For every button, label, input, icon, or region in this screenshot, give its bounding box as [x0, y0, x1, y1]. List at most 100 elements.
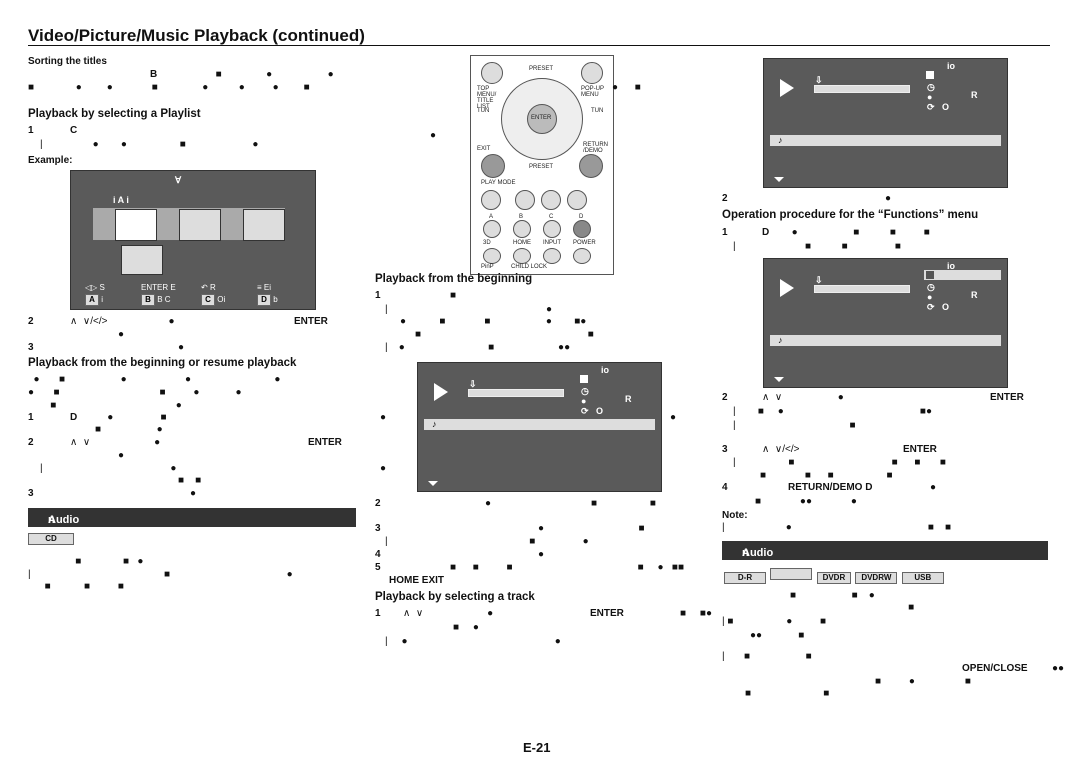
c2-step-1-line-4: ■ ■ [415, 329, 594, 340]
remote-c-button [543, 220, 561, 238]
remote-3d-label: 3D [483, 240, 491, 246]
legend-item-4: ≡ Ei [257, 283, 272, 292]
legend-item-5: A i [85, 294, 103, 306]
remote-b-label: B [519, 214, 524, 220]
mp3-line-7: ■ ● ■ [875, 676, 971, 687]
return-button [579, 154, 603, 178]
step-1-line: | ● ● ■ ● [40, 139, 259, 150]
resume-line-1: ● ■ ● ● ● [28, 374, 281, 385]
f-step-1-number: 1 [722, 227, 728, 238]
mp3-line-5: | ■ ■ [722, 651, 812, 662]
step-1-number: 1 [28, 125, 34, 136]
down-arrow-icon-3 [774, 377, 784, 382]
music-screen-top-right: io ⇩ ◷ ● R ⟳ O ♪ [763, 58, 1008, 188]
enter-button [527, 104, 557, 134]
legend-item-2: ENTER E [141, 283, 176, 292]
playlist-thumb-4[interactable] [121, 245, 163, 275]
music-screen-o-2: O [942, 102, 950, 112]
resume-step-2-line: ∧ ∨ ● [70, 437, 161, 448]
legend-item-7: C Oi [201, 294, 225, 306]
page-number: E-21 [523, 740, 551, 755]
track-row-2[interactable] [770, 135, 1001, 146]
playlist-thumb-1[interactable] [115, 209, 157, 241]
download-icon: ⇩ [469, 379, 477, 389]
music-screen-r: R [625, 394, 632, 404]
legend-item-8: D b [257, 294, 278, 306]
c2-step-3-number: 3 [375, 523, 381, 534]
remote-a-label: A [489, 214, 494, 220]
title-rule [28, 45, 1050, 46]
audio-cd-section-bar: n Audio CD Playback [28, 508, 356, 550]
f-step-1-line-2: | ■ ■ ■ [733, 241, 901, 252]
c2-step-1-line-5: | ● ■ ●● [385, 342, 571, 353]
remote-side-text-2: ● [430, 130, 437, 141]
page-title: Video/Picture/Music Playback (continued) [28, 26, 365, 45]
repeat-icon: ⟳ [581, 406, 589, 416]
badge-blank [770, 568, 813, 580]
legend-item-3: ↶ R [201, 283, 216, 292]
exit-label: EXIT [477, 146, 491, 152]
mp3-line-6: ●● [1052, 663, 1065, 674]
clock-icon-2: ◷ [927, 82, 935, 92]
remote-d-button [573, 220, 591, 238]
stop-button [515, 190, 535, 210]
track-row-3[interactable] [770, 335, 1001, 346]
playlist-screen: Ɐ i A i ◁▷ S ENTER E ↶ R ≡ Ei A i B B C … [70, 170, 316, 310]
functions-screen: io ⇩ ◷ ● R ⟳ O ♪ [763, 258, 1008, 388]
playlist-screen-icon: Ɐ [175, 175, 182, 185]
badge-dvdr: DVDR [816, 572, 851, 584]
remote-button-right [581, 62, 603, 84]
music-note-icon-3: ♪ [778, 335, 783, 345]
download-icon-2: ⇩ [815, 75, 823, 85]
remote-button-left [481, 62, 503, 84]
c2-step-1-line-2: | ● [385, 304, 553, 315]
f-step-2-number: 2 [722, 392, 728, 403]
resume-step-1-line-2: ■ ● [95, 424, 163, 435]
f-step-4-keys: RETURN/DEMO D [788, 482, 873, 493]
f-step-4-number: 4 [722, 482, 728, 493]
mp3-line-3: | ■ ● ■ [722, 616, 827, 627]
track-row[interactable] [424, 419, 655, 430]
f-step-1-text: D [762, 227, 770, 238]
playlist-thumb-3[interactable] [243, 209, 285, 241]
f-step-4-line: ● [930, 482, 937, 493]
f-step-3-line-3: ■ ■ ■ ■ [760, 470, 893, 481]
play-mode-button [481, 190, 501, 210]
progress-bar-3 [814, 285, 910, 293]
sorting-heading: Sorting the titles [28, 56, 107, 67]
note-label: Note: [722, 510, 748, 521]
c2-step-5-keys: HOME EXIT [389, 575, 445, 586]
remote-power-label: POWER [573, 240, 596, 246]
clock-icon-3: ◷ [927, 282, 935, 292]
example-label: Example: [28, 155, 73, 166]
step-2-number: 2 [28, 316, 34, 327]
tun-left-label: TUN [477, 108, 490, 114]
functions-screen-o: O [942, 302, 950, 312]
menu-icon-3 [926, 271, 934, 279]
c2-step-4-number: 4 [375, 549, 381, 560]
dot-icon-2: ● [927, 92, 933, 102]
playlist-heading: Playback by selecting a Playlist [28, 108, 201, 120]
tun-right-label: TUN [591, 108, 604, 114]
track-heading: Playback by selecting a track [375, 591, 535, 603]
repeat-icon-2: ⟳ [927, 102, 935, 112]
playlist-legend: ◁▷ S ENTER E ↶ R ≡ Ei A i B B C C Oi D b [81, 283, 309, 306]
music-note-icon-2: ♪ [778, 135, 783, 145]
remote-control-illustration: PRESET TOP MENU/ TITLE LIST POP-UP MENU … [470, 55, 614, 275]
c2-step-2-number: 2 [375, 498, 381, 509]
remote-child-lock-label: CHILD LOCK [511, 264, 548, 270]
mp3-bullet: n [742, 547, 749, 559]
t-step-1-line-3: ■ ● [453, 622, 479, 633]
function-menu-highlight[interactable] [924, 270, 1001, 280]
f-step-3-line: ∧ ∨/</> [762, 444, 800, 455]
top-menu-label: TOP MENU/ TITLE LIST [477, 86, 497, 110]
audio-cd-bullet: n [48, 514, 55, 526]
t-step-1-line-2: ■ ■● [680, 608, 713, 619]
audio-cd-line-1: ■ ■ ● [28, 556, 144, 567]
playlist-thumb-2[interactable] [179, 209, 221, 241]
resume-heading: Playback from the beginning or resume pl… [28, 357, 297, 369]
sorting-line-2: ■ ● ● ■ ● ● ● ■ [28, 82, 310, 93]
clock-icon: ◷ [581, 386, 589, 396]
badge-dvd-r: D-R [724, 572, 766, 584]
music-screen-io: io [601, 365, 609, 375]
